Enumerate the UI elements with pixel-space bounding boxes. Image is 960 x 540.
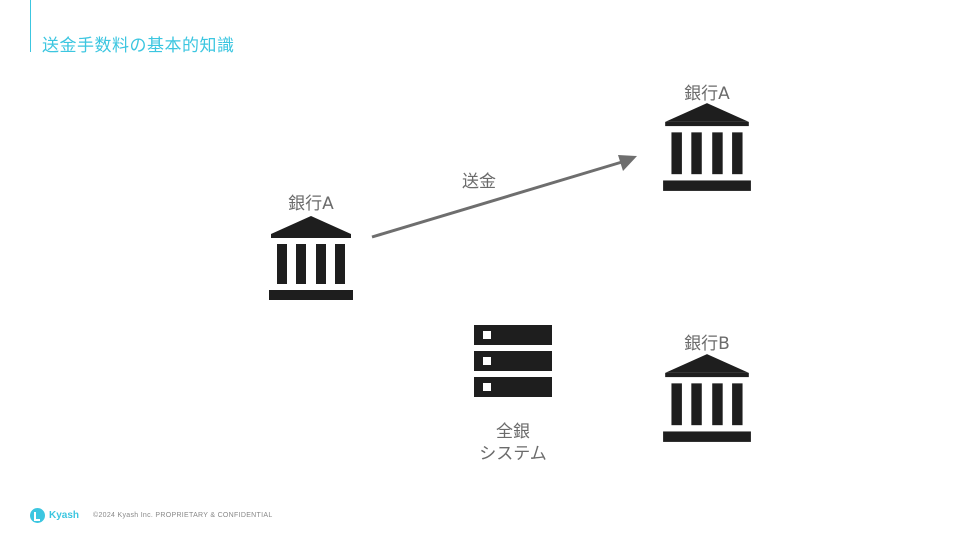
zengin-label-line2: システム	[479, 444, 547, 464]
server-icon	[474, 325, 552, 397]
logo-text: Kyash	[49, 509, 80, 521]
title-accent-bar	[30, 0, 31, 52]
copyright-text: ©2024 Kyash Inc. PROPRIETARY & CONFIDENT…	[93, 511, 273, 519]
bank-a-right-label: 銀行A	[684, 84, 730, 104]
edge-label-soukin: 送金	[462, 172, 496, 192]
bank-a-left-label: 銀行A	[288, 194, 334, 214]
kyash-logo-icon	[30, 507, 45, 523]
bank-icon	[663, 354, 751, 442]
slide-title: 送金手数料の基本的知識	[42, 36, 235, 56]
bank-icon	[269, 216, 353, 300]
bank-b-label: 銀行B	[684, 334, 730, 354]
zengin-label-line1: 全銀	[496, 422, 530, 442]
footer: Kyash ©2024 Kyash Inc. PROPRIETARY & CON…	[30, 505, 273, 525]
bank-icon	[663, 103, 751, 191]
